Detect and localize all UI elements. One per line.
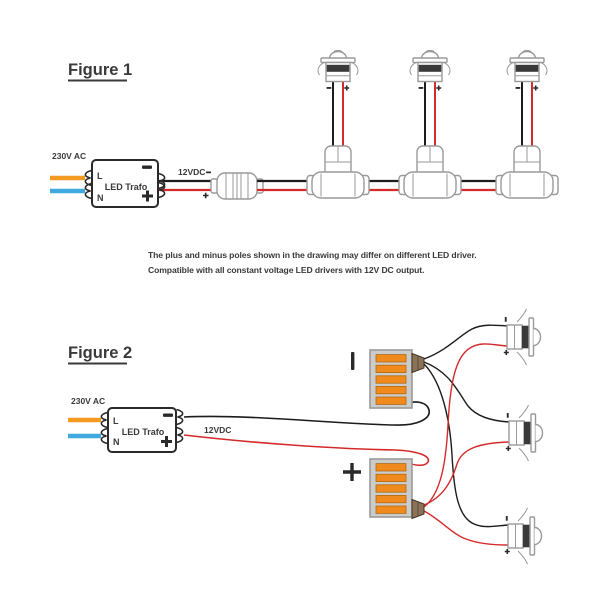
led-spotlight <box>502 308 542 366</box>
strain-relief-icon <box>100 427 109 445</box>
terminal-live-label: L <box>97 171 103 181</box>
led-spotlight <box>506 49 548 151</box>
minus-symbol <box>206 171 211 174</box>
plus-symbol <box>343 463 361 481</box>
wedge-connector <box>411 499 425 519</box>
negative-feed-wire <box>183 401 430 426</box>
t-connector <box>398 145 462 199</box>
driver-housing <box>91 159 159 208</box>
strain-relief-icon <box>175 408 184 426</box>
positive-feed-wire <box>183 434 430 467</box>
terminal-live-label: L <box>113 416 119 426</box>
led-driver: L N LED Trafo <box>100 407 184 453</box>
minus-symbol <box>142 165 152 169</box>
positive-branch-wire <box>423 441 510 506</box>
plus-symbol <box>161 436 172 447</box>
led-spotlight <box>504 404 544 462</box>
figure-2: Figure 2 230V AC L N LED Trafo 12VDC <box>68 308 544 565</box>
negative-terminal-block <box>369 349 413 409</box>
minus-symbol <box>351 352 355 370</box>
plus-symbol <box>142 190 153 202</box>
figure2-title: Figure 2 <box>68 344 132 362</box>
led-spotlight <box>503 507 543 565</box>
positive-terminal-block <box>369 458 413 518</box>
strain-relief-icon <box>100 411 109 429</box>
driver-label: LED Trafo <box>122 427 165 437</box>
figure-1: Figure 1 230V AC L N LED Trafo 12VDC <box>50 49 559 208</box>
output-voltage-label: 12VDC <box>204 425 231 435</box>
driver-housing <box>107 407 177 453</box>
input-voltage-label: 230V AC <box>52 151 86 161</box>
wedge-connector <box>411 353 425 373</box>
figure1-title: Figure 1 <box>68 61 132 79</box>
positive-branch-wire <box>423 343 508 508</box>
strain-relief-icon <box>175 426 184 444</box>
t-connector <box>306 145 370 199</box>
output-voltage-label: 12VDC <box>178 167 205 177</box>
minus-symbol <box>163 413 173 417</box>
driver-label: LED Trafo <box>105 182 148 192</box>
led-spotlight <box>317 49 359 151</box>
t-connector <box>495 145 559 199</box>
plus-symbol <box>203 192 209 199</box>
led-spotlight <box>409 49 451 151</box>
positive-branch-wire <box>423 510 509 546</box>
note-text: The plus and minus poles shown in the dr… <box>148 250 477 275</box>
inline-connector <box>210 172 264 200</box>
note-line-1: The plus and minus poles shown in the dr… <box>148 250 477 260</box>
terminal-neutral-label: N <box>113 437 120 447</box>
terminal-neutral-label: N <box>97 193 104 203</box>
negative-branch-wire <box>423 361 510 423</box>
negative-branch-wire <box>423 363 509 528</box>
negative-branch-wire <box>423 324 508 360</box>
note-line-2: Compatible with all constant voltage LED… <box>148 265 424 275</box>
input-voltage-label: 230V AC <box>71 396 105 406</box>
led-driver: L N LED Trafo <box>84 159 166 208</box>
